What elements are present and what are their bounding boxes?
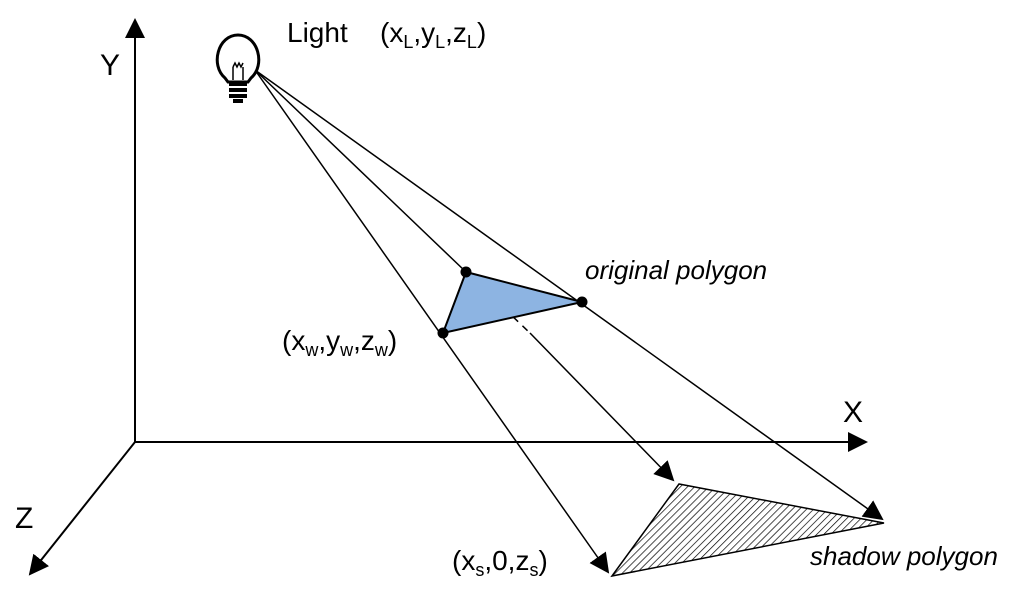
vertex-left (437, 327, 449, 339)
vertex-right (576, 296, 588, 308)
y-axis-label: Y (100, 49, 120, 82)
z-axis-label: Z (15, 502, 33, 535)
original-vertex-label: (xw,yw,zw) (282, 325, 397, 360)
shadow-polygon-label: shadow polygon (810, 541, 998, 571)
shadow-polygon (610, 483, 885, 578)
light-bulb-icon (215, 33, 261, 103)
ray-top-vertex-to-shadow (529, 332, 675, 482)
x-axis-label: X (843, 396, 863, 429)
original-polygon-vertices (437, 266, 588, 339)
original-polygon-label: original polygon (585, 255, 767, 285)
light-rays (254, 69, 884, 574)
shadow-vertex-label: (xs,0,zs) (452, 545, 548, 580)
original-polygon (441, 270, 583, 335)
light-label: Light (287, 17, 348, 48)
light-coordinates: (xL,yL,zL) (380, 17, 486, 52)
ray-to-right-vertex (254, 69, 884, 521)
ray-to-left-vertex (254, 69, 610, 574)
axes (28, 18, 868, 576)
vertex-top (460, 266, 472, 278)
ray-to-top-vertex (254, 69, 467, 273)
z-axis (28, 441, 136, 576)
